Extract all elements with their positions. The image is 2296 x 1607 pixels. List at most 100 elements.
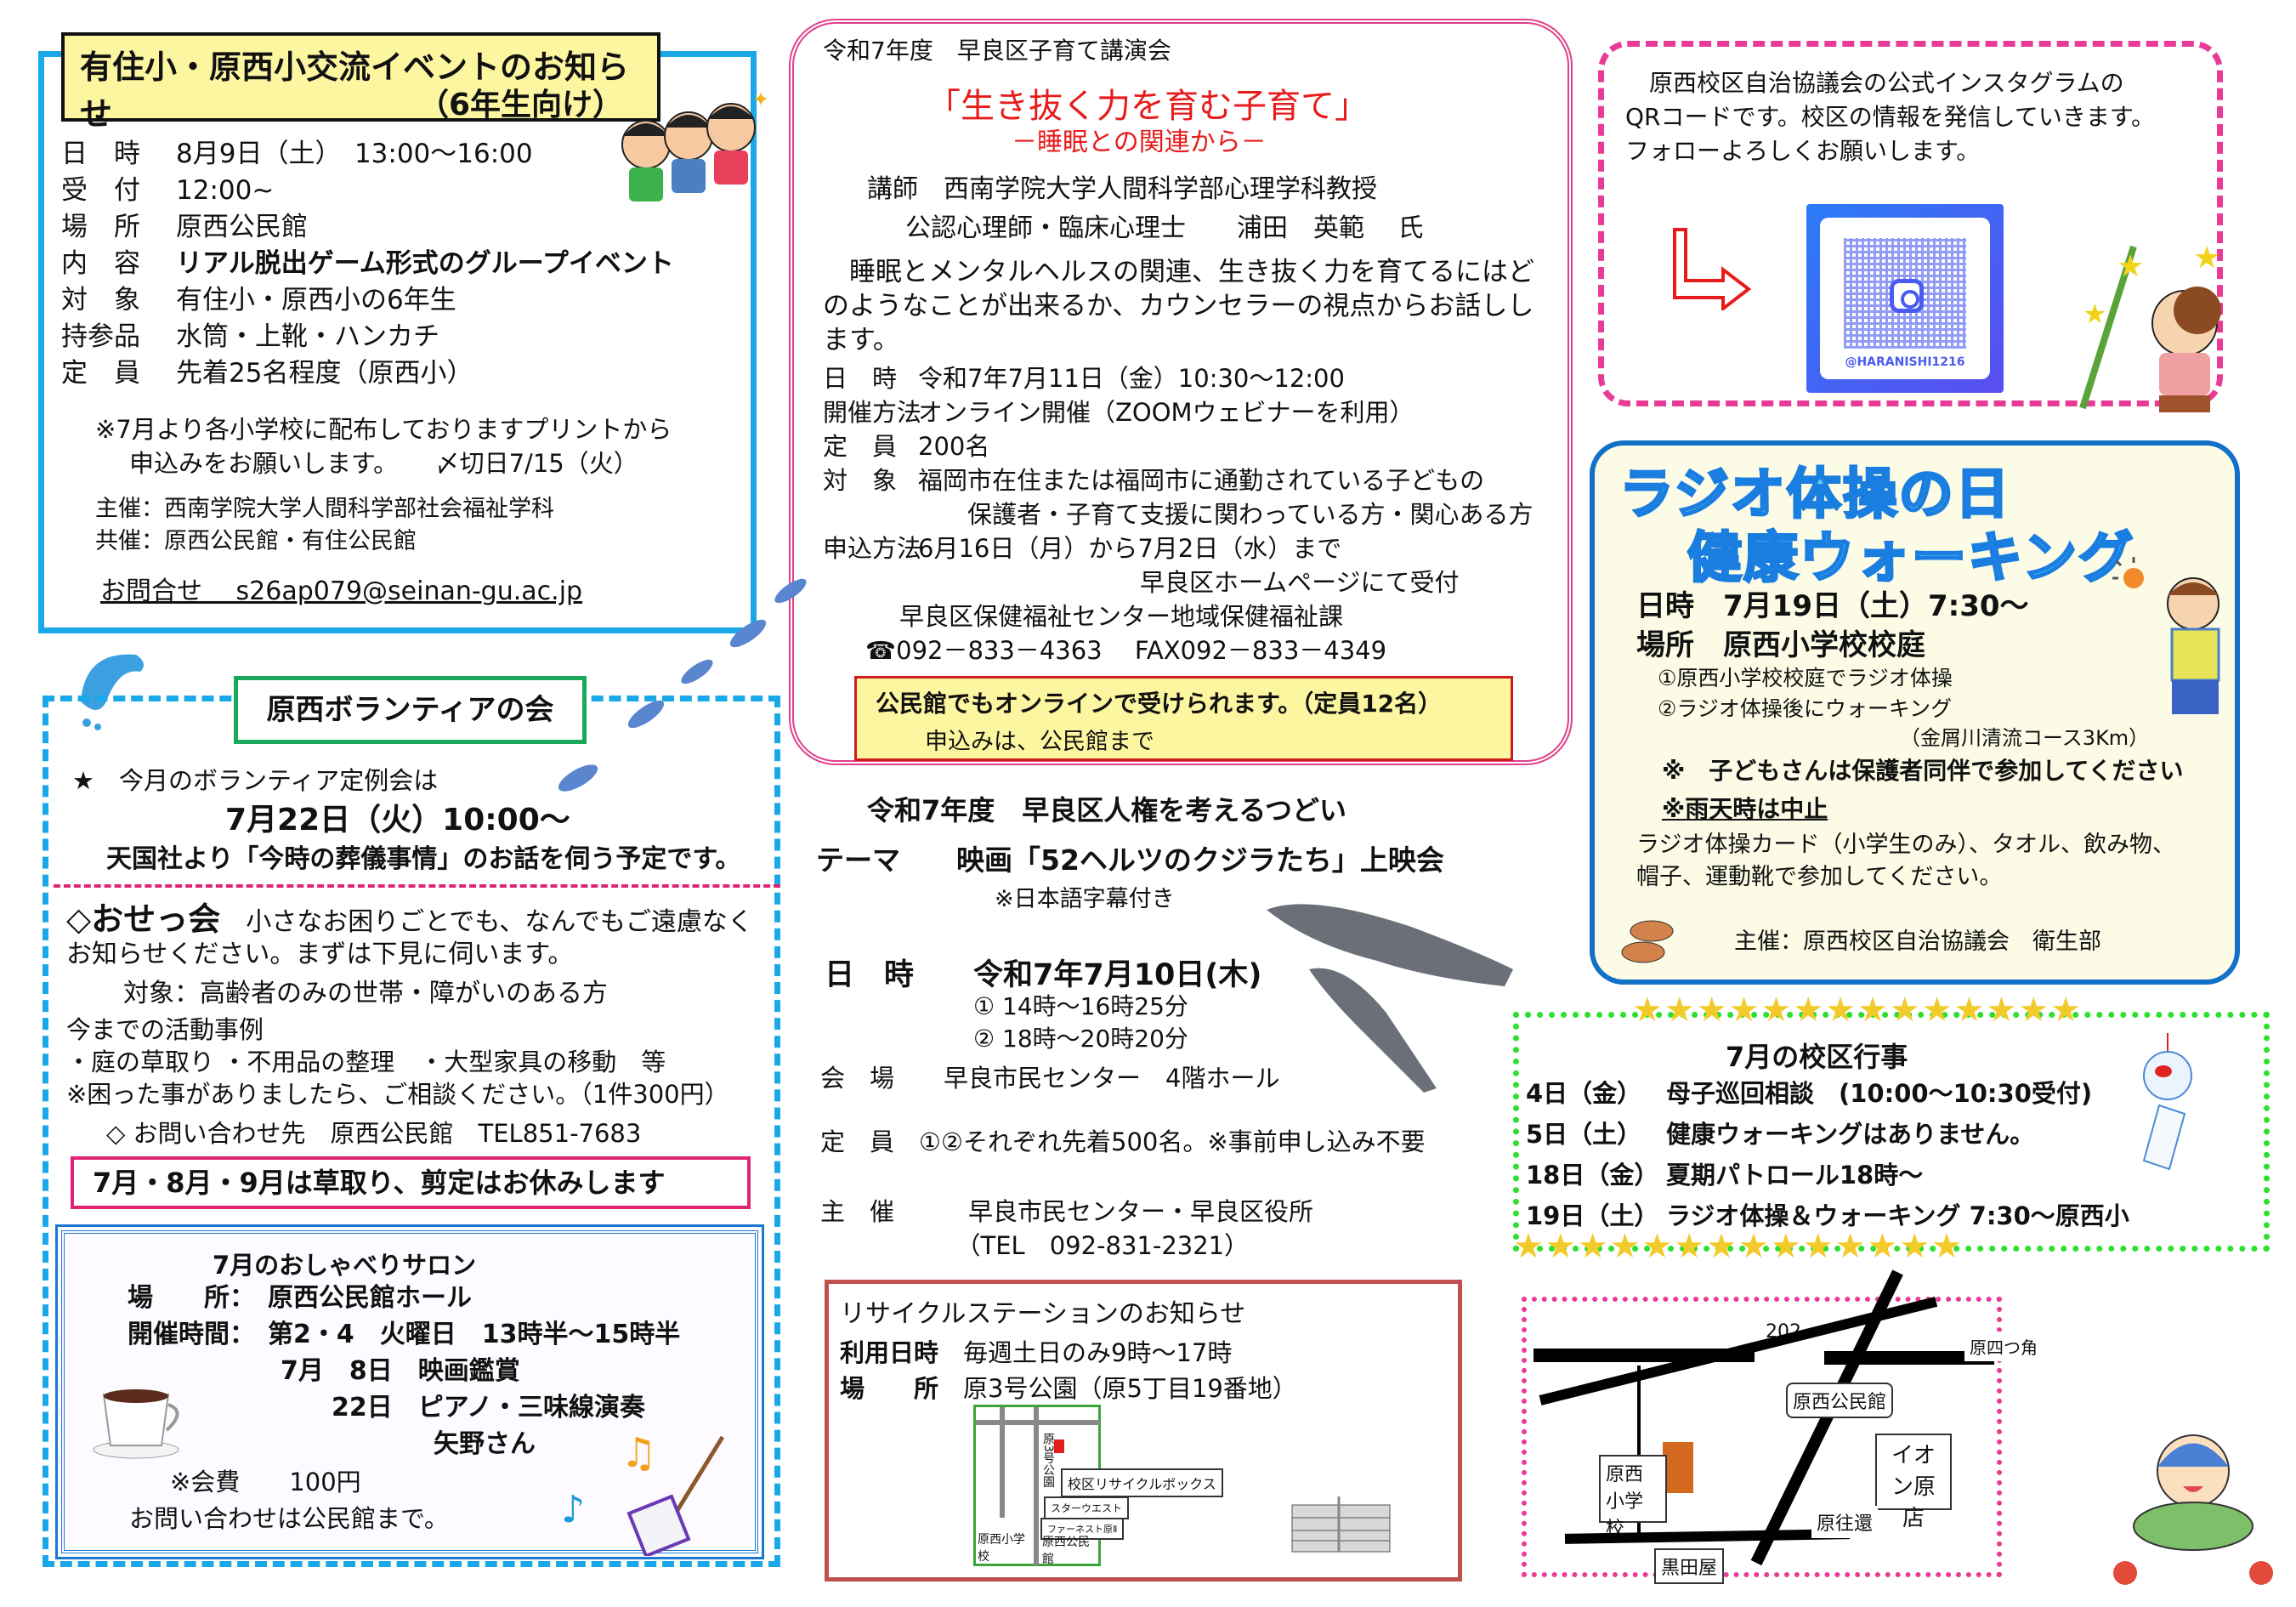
svg-text:★: ★ xyxy=(2117,249,2144,284)
detail-row: 早良区ホームページにて受付 xyxy=(918,568,1460,597)
detail-row: 保護者・子育て支援に関わっている方・関心ある方 xyxy=(918,500,1534,529)
exchange-event-title: 有住小・原西小交流イベントのお知らせ xyxy=(80,48,630,133)
instagram-panel xyxy=(1598,41,2223,406)
recycle-map: 原3号公園 校区リサイクルボックス スターウエスト ファーネスト原Ⅱ 原西小学校… xyxy=(973,1405,1223,1566)
sneakers-icon xyxy=(1621,920,1674,963)
detail-row: 対 象有住小・原西小の6年生 xyxy=(61,285,456,315)
lecture-description: 睡眠とメンタルヘルスの関連、生き抜く力を育てるにはどのようなことが出来るか、カウ… xyxy=(823,257,1534,355)
instagram-handle: @HARANISHI1216 xyxy=(1845,355,1965,369)
svg-text:✦: ✦ xyxy=(752,89,769,111)
radio-exercise-panel xyxy=(1590,440,2240,985)
detail-row: 開催方法オンライン開催（ZOOMウェビナーを利用） xyxy=(823,398,1414,427)
hall-marker xyxy=(1663,1442,1693,1493)
access-map: 202 原四つ角 原西公民館 原西小学校 イオン原店 原往還 黒田屋 xyxy=(1522,1269,2043,1584)
svg-text:♪: ♪ xyxy=(561,1488,585,1531)
svg-text:★: ★ xyxy=(2193,241,2220,275)
human-rights-date: 日 時 令和7年7月10日(木) xyxy=(825,958,1262,992)
fish-school-icon xyxy=(558,578,807,792)
meeting-intro: ★ 今月のボランティア定例会は xyxy=(72,766,439,795)
guardian-note: ※ 子どもさんは保護者同伴で参加してください xyxy=(1662,757,2184,785)
children-running-icon: ✦ xyxy=(621,89,769,202)
whales-icon xyxy=(1267,904,1513,1093)
shamisen-icon: ♫ ♪ xyxy=(561,1429,725,1556)
exchange-event-title-box: 有住小・原西小交流イベントのお知らせ （6年生向け） xyxy=(61,32,660,133)
school-events-title: 7月の校区行事 xyxy=(1726,1041,1908,1073)
lecturer-info: 講師 西南学院大学人間科学部心理学科教授 公認心理師・臨床心理士 浦田 英範 氏 xyxy=(867,174,1424,243)
aeon-label: イオン原店 xyxy=(1875,1434,1952,1531)
swimming-child-icon xyxy=(2113,1434,2273,1585)
school-label: 原西小学校 xyxy=(1599,1455,1667,1540)
activity-cases: 今までの活動事例 ・庭の草取り ・不用品の整理 ・大型家具の移動 等 ※困った事… xyxy=(66,1015,729,1109)
event-row: 19日（土）ラジオ体操＆ウォーキング 7:30～原西小 xyxy=(1526,1201,2129,1230)
star-border-top: ★★★★★★★★★★★★★★ xyxy=(1632,991,2083,1030)
exchange-event-subtitle: （6年生向け） xyxy=(417,88,623,122)
lecture-phone: ☎092－833－4363 FAX092－833－4349 xyxy=(865,636,1387,665)
arrow-right-icon xyxy=(1673,228,1752,310)
coffee-cup-icon xyxy=(93,1389,179,1459)
wind-chime-icon xyxy=(2142,1033,2192,1171)
human-rights-venue: 会 場 早良市民センター 4階ホール xyxy=(820,1064,1280,1093)
salon-fee: ※会費 100円 xyxy=(170,1468,361,1496)
tanabata-girl-icon: ★ ★ ★ xyxy=(2079,241,2221,412)
school-events-list: 4日（金）母子巡回相談 (10:00～10:30受付) 5日（土）健康ウォーキン… xyxy=(1526,1073,2129,1236)
salon-details: 場 所： 原西公民館ホール 開催時間： 第2・4 火曜日 13時半～15時半 7… xyxy=(128,1283,681,1459)
exchange-event-organizers: 主催：西南学院大学人間科学部社会福祉学科 共催：原西公民館・有住公民館 xyxy=(95,496,554,554)
detail-row: 場 所原西公民館 xyxy=(61,212,308,242)
detail-row: 利用日時毎週土日のみ9時～17時 xyxy=(840,1338,1233,1367)
salon-inquiry: お問い合わせは公民館まで。 xyxy=(129,1504,449,1533)
detail-row: 日 時令和7年7月11日（金）10:30～12:00 xyxy=(823,364,1345,393)
recycle-title: リサイクルステーションのお知らせ xyxy=(840,1299,1246,1329)
instagram-text: 原西校区自治協議会の公式インスタグラムの QRコードです。校区の情報を発信してい… xyxy=(1625,69,2156,165)
radio-exercise-steps: ①原西小学校校庭でラジオ体操 ②ラジオ体操後にウォーキング xyxy=(1658,666,1953,721)
recycle-box-marker xyxy=(1054,1439,1064,1453)
event-row: 4日（金）母子巡回相談 (10:00～10:30受付) xyxy=(1526,1079,2093,1108)
meeting-date: 7月22日（火）10:00～ xyxy=(225,803,570,838)
lecture-details: 日 時令和7年7月11日（金）10:30～12:00 開催方法オンライン開催（Z… xyxy=(823,361,1534,667)
svg-text:★: ★ xyxy=(2083,298,2107,330)
instagram-icon xyxy=(1890,279,1924,313)
event-row: 18日（金）夏期パトロール18時～ xyxy=(1526,1161,1924,1190)
radio-exercise-organizer: 主催：原西校区自治協議会 衛生部 xyxy=(1734,928,2101,955)
human-rights-header: 令和7年度 早良区人権を考えるつどい xyxy=(867,794,1347,826)
section-divider xyxy=(54,884,780,888)
salon-title: 7月のおしゃべりサロン xyxy=(213,1251,477,1280)
detail-row: 内 容リアル脱出ゲーム形式のグループイベント xyxy=(61,248,674,279)
subtitles-note: ※日本語字幕付き xyxy=(995,886,1175,912)
exercising-boy-icon xyxy=(2112,557,2220,714)
human-rights-theme: テーマ 映画「52ヘルツのクジラたち」上映会 xyxy=(816,843,1444,877)
school-events-panel xyxy=(1513,1012,2270,1252)
event-row: 5日（土）健康ウォーキングはありません。 xyxy=(1526,1120,2035,1149)
lecture-office: 早良区保健福祉センター地域保健福祉課 xyxy=(899,602,1344,631)
hall-label: 原西公民館 xyxy=(1786,1383,1894,1418)
exchange-event-note: ※7月より各小学校に配布しておりますプリントから 申込みをお願いします。 〆切日… xyxy=(95,415,672,478)
recycle-station-panel xyxy=(825,1280,1462,1581)
lecture-community-box: 公民館でもオンラインで受けられます。（定員12名） 申込みは、公民館まで xyxy=(854,676,1513,761)
detail-row: 定 員先着25名程度（原西小） xyxy=(61,358,473,389)
detail-row: 持参品水筒・上靴・ハンカチ xyxy=(61,321,439,352)
osekkai-intro: ◇おせっ会 小さなお困りごとでも、なんでもご遠慮なく お知らせください。まずは下… xyxy=(66,900,753,969)
detail-row: 場 所原3号公園（原5丁目19番地） xyxy=(840,1374,1297,1403)
volunteer-notice: 7月・8月・9月は草取り、剪定はお休みします xyxy=(71,1156,751,1209)
human-rights-times: ① 14時～16時25分 ② 18時～20時20分 xyxy=(973,992,1188,1053)
exchange-event-contact-link[interactable]: お問合せ s26ap079@seinan-gu.ac.jp xyxy=(100,576,583,606)
recycle-box-label: 校区リサイクルボックス xyxy=(1061,1468,1223,1497)
radio-exercise-datetime: 日時 7月19日（土）7:30～ 場所 原西小学校校庭 xyxy=(1636,589,2029,662)
volunteer-title: 原西ボランティアの会 xyxy=(234,676,587,744)
rain-cancel-note: ※雨天時は中止 xyxy=(1662,795,1828,823)
star-border-bottom: ★★★★★★★★★★★★★★ xyxy=(1513,1227,1964,1266)
newspaper-bundle-icon xyxy=(1291,1496,1391,1553)
walking-title: 健康ウォーキング xyxy=(1686,526,2135,592)
lecture-title: 「生き抜く力を育む子育て」 xyxy=(927,87,1369,126)
human-rights-capacity: 定 員 ①②それぞれ先着500名。※事前申し込み不要 xyxy=(820,1127,1426,1156)
walking-course: （金屑川清流コース3Km） xyxy=(1900,726,2150,750)
instagram-qr-code[interactable]: @HARANISHI1216 xyxy=(1806,204,2004,393)
parenting-lecture-panel xyxy=(789,19,1573,765)
meeting-topic: 天国社より「今時の葬儀事情」のお話を伺う予定です。 xyxy=(106,844,741,874)
salon-panel xyxy=(55,1224,764,1559)
lecture-subtitle: －睡眠との関連から－ xyxy=(1012,128,1267,157)
